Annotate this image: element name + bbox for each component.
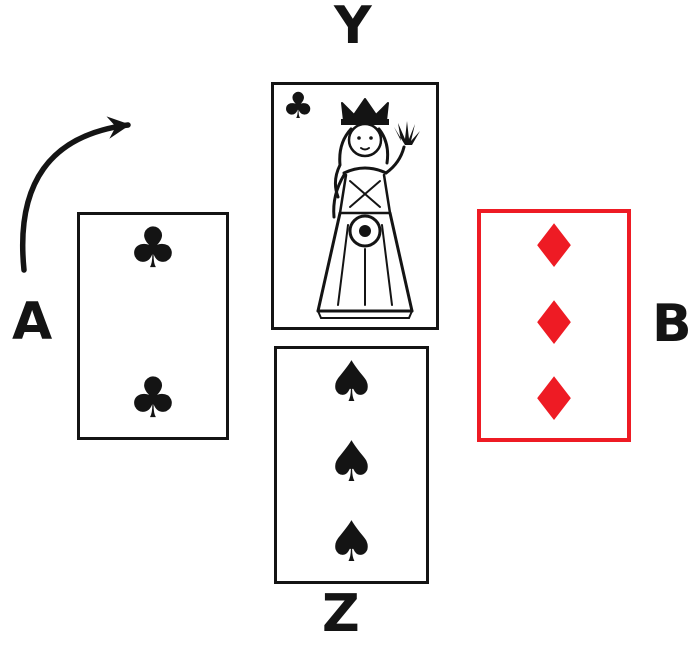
- diamond-pip-icon: ♦: [527, 288, 581, 359]
- card-two-of-clubs: ♣ ♣: [77, 212, 229, 440]
- curved-arrow-icon: [20, 116, 131, 273]
- queen-illustration: [316, 98, 420, 319]
- card-queen-of-clubs: ♣: [271, 82, 439, 330]
- label-z: Z: [322, 584, 360, 644]
- label-a: A: [12, 292, 53, 352]
- diamond-pip-icon: ♦: [527, 365, 581, 435]
- club-pip-icon: ♣: [127, 216, 179, 281]
- card-three-of-diamonds: ♦ ♦ ♦: [477, 209, 631, 442]
- club-pip-icon: ♣: [127, 366, 179, 431]
- label-y: Y: [334, 0, 372, 56]
- diamond-pip-icon: ♦: [527, 212, 581, 282]
- spade-pip-icon: ♠: [326, 430, 377, 495]
- spade-pip-icon: ♠: [326, 350, 377, 415]
- label-b: B: [652, 294, 692, 354]
- club-icon: ♣: [282, 86, 315, 127]
- spade-pip-icon: ♠: [326, 510, 377, 575]
- card-three-of-spades: ♠ ♠ ♠: [274, 346, 429, 584]
